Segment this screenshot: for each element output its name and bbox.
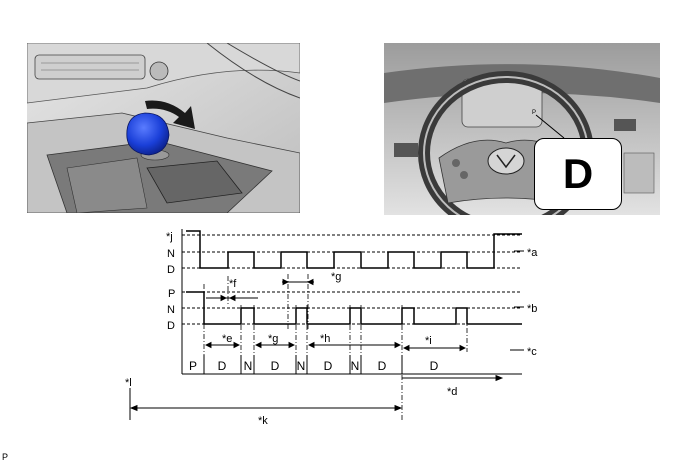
callout-l: *l — [125, 377, 132, 389]
callout-e: *e — [222, 333, 232, 345]
state-cell: N — [297, 359, 306, 373]
callout-h: *h — [320, 333, 330, 345]
state-cell: D — [324, 359, 333, 373]
state-cell: N — [351, 359, 360, 373]
drive-indicator-letter: D — [562, 150, 594, 197]
callout-d: *d — [447, 386, 457, 398]
state-cell: N — [244, 359, 253, 373]
state-cell: D — [430, 359, 439, 373]
drive-indicator-callout: D — [534, 138, 622, 210]
shift-lever-illustration — [27, 43, 300, 213]
signal-label-bottom-d: D — [167, 320, 175, 332]
callout-i: *i — [425, 335, 432, 347]
signal-label-j: *j — [166, 231, 173, 243]
dimension-arrows — [129, 278, 504, 412]
callout-a: *a — [527, 247, 538, 259]
signal-label-bottom-p: P — [168, 288, 175, 300]
vertical-markers — [203, 274, 468, 420]
cluster-small-letter: P — [532, 110, 536, 116]
state-cell: D — [218, 359, 227, 373]
state-cell: D — [271, 359, 280, 373]
callout-k: *k — [258, 415, 268, 427]
signal-label-bottom-n: N — [167, 304, 175, 316]
bottom-signal-waveform — [186, 291, 522, 325]
signal-label-top-d: D — [167, 264, 175, 276]
footer-code: P — [2, 452, 8, 462]
instrument-cluster-illustration: P — [384, 43, 660, 215]
callout-g-mid: *g — [268, 333, 278, 345]
top-signal-waveform — [186, 230, 522, 269]
callout-g-top: *g — [331, 271, 341, 283]
callout-c: *c — [527, 346, 537, 358]
signal-label-top-n: N — [167, 248, 175, 260]
callout-f: *f — [229, 278, 237, 290]
state-cell: D — [378, 359, 387, 373]
state-cell: P — [189, 359, 197, 373]
callout-b: *b — [527, 303, 537, 315]
